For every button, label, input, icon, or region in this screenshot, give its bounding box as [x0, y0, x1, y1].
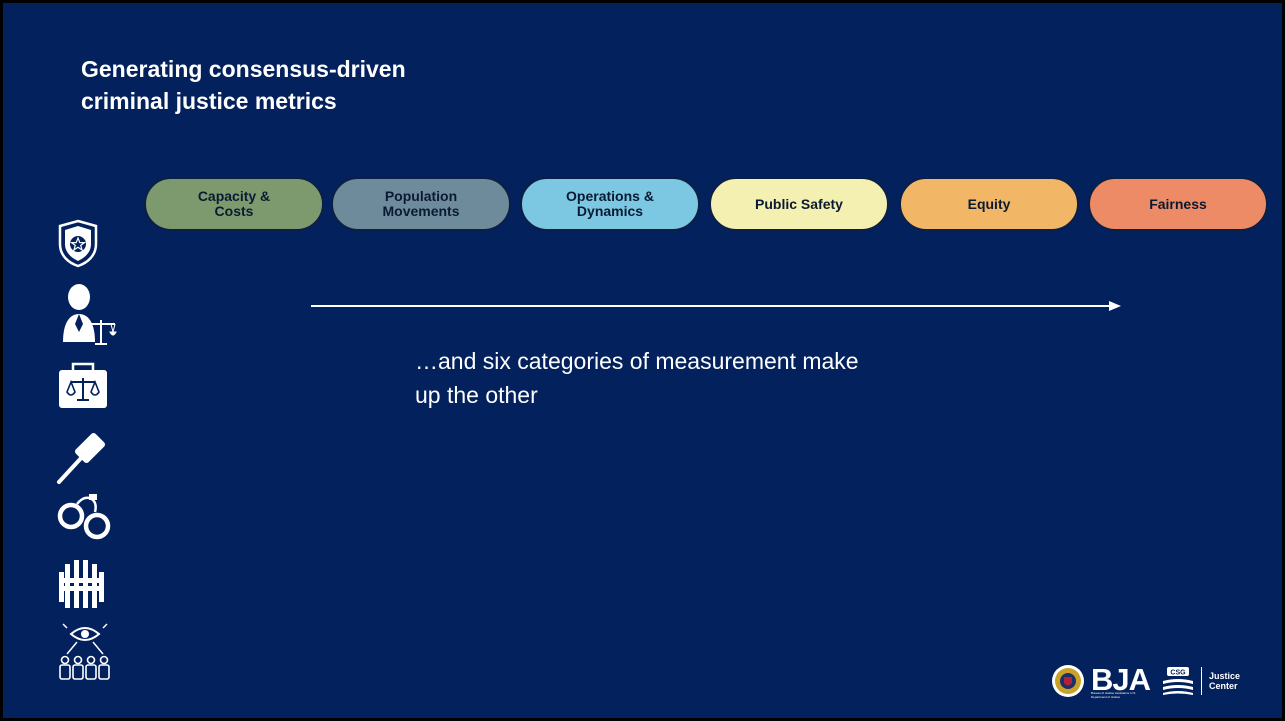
- category-equity: Equity: [899, 177, 1079, 231]
- category-label: Capacity & Costs: [197, 188, 271, 219]
- category-label: Fairness: [1149, 195, 1207, 212]
- justice-center-line-2: Center: [1209, 681, 1238, 691]
- handcuffs-icon: [57, 494, 111, 540]
- legal-briefcase-icon: [59, 362, 107, 408]
- category-label: Population Movements: [382, 188, 460, 219]
- category-label: Operations & Dynamics: [566, 188, 654, 219]
- category-public-safety: Public Safety: [709, 177, 889, 231]
- category-fairness: Fairness: [1088, 177, 1268, 231]
- body-text: …and six categories of measurement make …: [415, 348, 859, 408]
- slide-title-line-1: Generating consensus-driven: [81, 56, 406, 82]
- csg-logo-icon: CSG: [1163, 667, 1193, 695]
- right-arrow-icon: [311, 301, 1121, 311]
- attorney-scales-icon: [63, 284, 117, 345]
- category-label: Equity: [967, 195, 1011, 212]
- gavel-icon: [57, 432, 106, 484]
- category-operations-dynamics: Operations & Dynamics: [520, 177, 700, 231]
- category-label: Public Safety: [755, 195, 843, 212]
- bja-logo-text: BJA: [1091, 662, 1151, 697]
- justice-system-icon-column: [53, 218, 123, 698]
- slide-title-line-2: criminal justice metrics: [81, 88, 337, 114]
- prison-bars-icon: [59, 560, 104, 608]
- bja-logo-subtitle: Bureau of Justice Assistance U.S. Depart…: [1091, 691, 1137, 699]
- justice-center-logo: Justice Center: [1209, 671, 1240, 691]
- slide-title: Generating consensus-driven criminal jus…: [81, 53, 581, 117]
- police-badge-icon: [58, 219, 98, 268]
- csg-logo-text: CSG: [1170, 670, 1186, 677]
- doj-seal-icon: [1052, 665, 1084, 697]
- category-capacity-costs: Capacity & Costs: [144, 177, 324, 231]
- category-population-movements: Population Movements: [331, 177, 511, 231]
- logo-divider: [1201, 667, 1202, 695]
- justice-center-line-1: Justice: [1209, 671, 1241, 681]
- community-watch-icon: [59, 623, 110, 680]
- footer-logos: BJA Bureau of Justice Assistance U.S. De…: [1051, 662, 1271, 699]
